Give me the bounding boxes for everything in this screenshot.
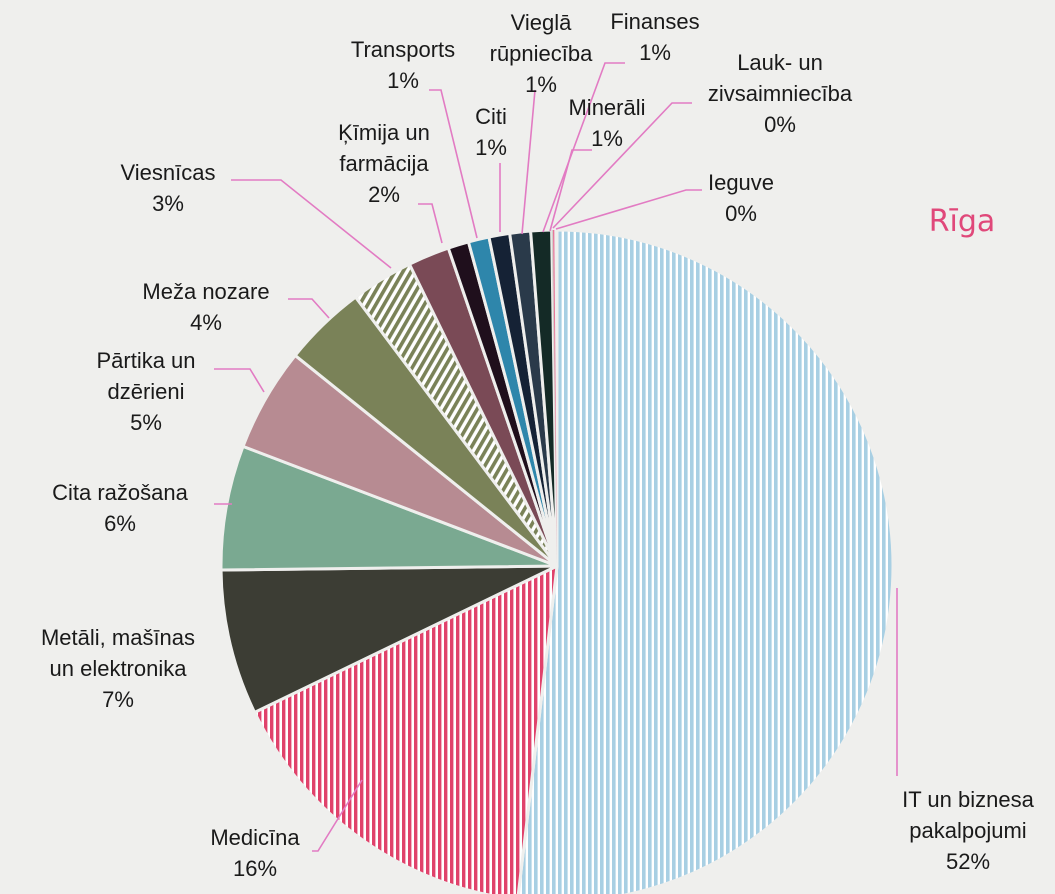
slice-name-line: Meža nozare [142,279,269,304]
slice-value-label: 1% [525,72,557,97]
slice-name-line: Vieglā [511,10,573,35]
slice-label-viegla-rupnieciba: Vieglā rūpniecība 1% [490,10,594,97]
slice-name-line: zivsaimniecība [708,81,853,106]
pie-slice-metali-masinas-un-elektronika [219,564,559,714]
slice-label-kimija-un-farmacija: Ķīmija un farmācija 2% [338,120,430,207]
slice-name-line: Metāli, mašīnas [41,625,195,650]
slice-name-line: Minerāli [568,95,645,120]
slice-name-line: Medicīna [210,825,300,850]
leader-line-transports [429,89,478,239]
slice-name-line: Ieguve [708,170,774,195]
leader-line-kimija-un-farmacija [418,203,443,244]
slice-value-label: 3% [152,191,184,216]
slice-label-meza-nozare: Meža nozare 4% [142,279,269,335]
leader-lines [214,62,898,852]
slice-name-line: Pārtika un [96,348,195,373]
slice-label-metali-masinas-un-elektronika: Metāli, mašīnas un elektronika 7% [41,625,195,712]
pie-slice-cita-razosana [219,444,559,572]
slice-value-label: 1% [639,40,671,65]
slice-value-label: 1% [387,68,419,93]
slice-name-line: Finanses [610,9,699,34]
leader-line-minerali [549,149,592,232]
leader-line-meza-nozare [288,298,330,319]
slice-label-ieguve: Ieguve 0% [708,170,774,226]
slice-label-lauk-un-zivsaimnieciba: Lauk- un zivsaimniecība 0% [708,50,853,137]
slice-name-line: un elektronika [50,656,188,681]
slice-label-cita-razosana: Cita ražošana 6% [52,480,189,536]
pie-slice-lauk-un-zivsaimnieciba [551,230,557,566]
slice-name-line: dzērieni [107,379,184,404]
pie-slice-medicina [253,564,559,894]
slice-name-line: Cita ražošana [52,480,189,505]
slice-name-line: Viesnīcas [121,160,216,185]
slice-name-line: pakalpojumi [909,818,1026,843]
slice-value-label: 1% [475,135,507,160]
leader-line-viesnicas [231,179,392,269]
chart-title: Rīga [929,204,996,239]
slice-name-line: Ķīmija un [338,120,430,145]
slice-label-finanses: Finanses 1% [610,9,699,65]
slice-value-label: 1% [591,126,623,151]
slice-name-line: Lauk- un [737,50,823,75]
slice-name-line: IT un biznesa [902,787,1034,812]
slice-value-label: 7% [102,687,134,712]
slice-value-label: 16% [233,856,277,881]
slice-label-medicina: Medicīna 16% [210,825,300,881]
slice-label-viesnicas: Viesnīcas 3% [121,160,216,216]
slice-label-partika-un-dzerieni: Pārtika un dzērieni 5% [96,348,195,435]
slice-value-label: 6% [104,511,136,536]
leader-line-medicina [312,779,363,852]
pie-slice-it-un-biznesa-pakalpojumi [516,228,895,894]
slice-label-transports: Transports 1% [351,37,455,93]
slice-label-it-un-biznesa-pakalpojumi: IT un biznesa pakalpojumi 52% [902,787,1034,874]
leader-line-viegla-rupnieciba [521,89,536,235]
leader-line-lauk-un-zivsaimnieciba [552,102,692,229]
pie-slices [219,228,895,894]
leader-line-ieguve [555,189,702,230]
leader-line-finanses [542,62,625,233]
pie-slice-minerali [529,228,559,568]
slice-name-line: Citi [475,104,507,129]
slice-name-line: rūpniecība [490,41,594,66]
pie-slice-ieguve [552,230,557,566]
slice-value-label: 0% [764,112,796,137]
slice-value-label: 0% [725,201,757,226]
slice-label-citi: Citi 1% [475,104,507,160]
slice-value-label: 4% [190,310,222,335]
leader-line-partika-un-dzerieni [214,368,265,393]
slice-label-minerali: Minerāli 1% [568,95,645,151]
slice-value-label: 2% [368,182,400,207]
slice-name-line: farmācija [339,151,429,176]
slice-value-label: 52% [946,849,990,874]
slice-value-label: 5% [130,410,162,435]
slice-name-line: Transports [351,37,455,62]
